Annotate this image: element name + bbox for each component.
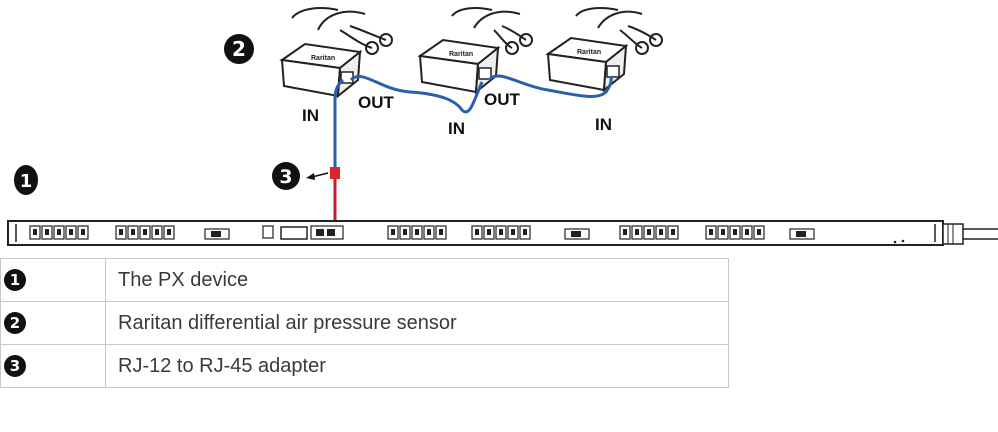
svg-text:2: 2 (232, 37, 246, 61)
cable-out-2 (487, 74, 613, 98)
legend-description: Raritan differential air pressure sensor (105, 301, 729, 345)
sensor-1: Raritan (279, 7, 393, 99)
sensor-1-out-label: OUT (358, 93, 395, 112)
legend-row: 1 The PX device (0, 258, 729, 302)
callout-1-icon: 1 (4, 269, 26, 291)
sensor-brand-text: Raritan (449, 51, 473, 58)
sensor-2-in-label: IN (448, 119, 465, 138)
svg-text:3: 3 (279, 166, 292, 188)
svg-text:1: 1 (20, 171, 33, 192)
sensor-brand-text: Raritan (577, 49, 601, 56)
legend-row: 2 Raritan differential air pressure sens… (0, 301, 729, 345)
sensor-2-out-label: OUT (484, 90, 521, 109)
cable-out-1 (349, 74, 484, 114)
sensor-brand-text: Raritan (311, 55, 335, 62)
callout-badge-1: 1 (14, 165, 38, 195)
callout-2-icon: 2 (4, 312, 26, 334)
connection-diagram: Raritan Raritan Raritan (7, 7, 998, 246)
rj12-rj45-adapter (306, 167, 340, 221)
legend-row: 3 RJ-12 to RJ-45 adapter (0, 344, 729, 388)
px-device (7, 220, 998, 246)
sensor-3: Raritan (545, 7, 663, 93)
legend-description: RJ-12 to RJ-45 adapter (105, 344, 729, 388)
sensor-cables (333, 74, 613, 170)
callout-3-icon: 3 (4, 355, 26, 377)
pdu-display-panel (262, 225, 344, 240)
sensor-2: Raritan (417, 7, 533, 95)
outlet-groups (29, 225, 815, 240)
legend-description: The PX device (105, 258, 729, 302)
legend-table: 1 The PX device 2 Raritan differential a… (0, 258, 729, 388)
cable-in-1 (333, 78, 345, 170)
callout-badge-3: 3 (272, 162, 300, 190)
power-cord-connector (942, 223, 998, 245)
callout-badge-2: 2 (224, 34, 254, 64)
sensor-1-in-label: IN (302, 106, 319, 125)
sensor-3-in-label: IN (595, 115, 612, 134)
